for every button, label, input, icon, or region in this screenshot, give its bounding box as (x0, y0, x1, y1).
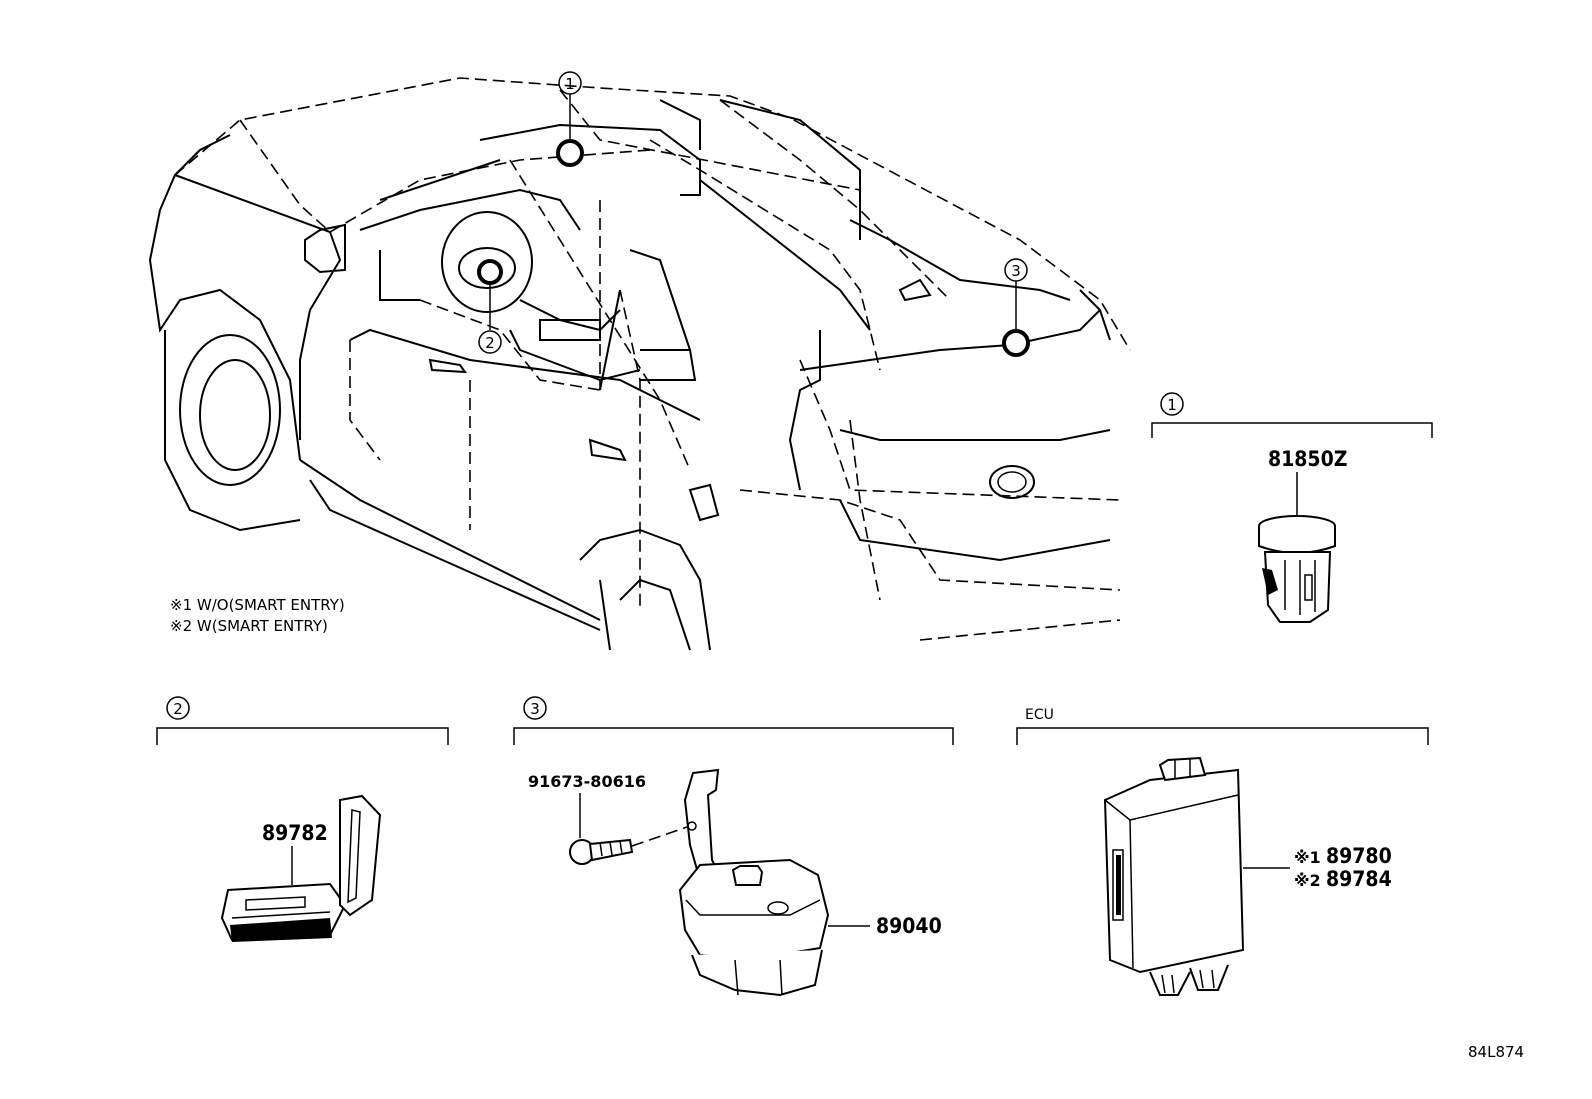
callout-1-marker: 1 (556, 71, 584, 167)
section-2: 2 89782 (156, 696, 449, 942)
part-number-89780: 89780 (1326, 844, 1392, 868)
ecu-label: ECU (1025, 707, 1054, 723)
callout-3-marker: 3 (1002, 258, 1030, 357)
note-with-smart-entry: ※2 W(SMART ENTRY) (170, 617, 328, 635)
part-number-89040: 89040 (876, 914, 942, 938)
part-number-81850z: 81850Z (1268, 447, 1347, 471)
callout-2-label: 2 (485, 334, 495, 352)
section-3-number: 3 (530, 700, 540, 718)
siren-part-89040 (678, 768, 830, 997)
ecu-mark-2: ※2 (1294, 871, 1321, 890)
note-without-smart-entry: ※1 W/O(SMART ENTRY) (170, 596, 345, 614)
bolt-part (569, 838, 634, 865)
ecu-mark-1: ※1 (1294, 848, 1321, 867)
section-2-number: 2 (173, 700, 183, 718)
part-number-89782: 89782 (262, 821, 328, 845)
section-3: 3 91673-80616 89040 (513, 696, 954, 997)
part-number-89784: 89784 (1326, 867, 1392, 891)
antenna-part-89782 (220, 794, 382, 942)
diagram-id: 84L874 (1468, 1043, 1524, 1061)
vehicle-illustration (148, 77, 1131, 651)
section-1-number: 1 (1167, 396, 1177, 414)
section-ecu: ECU ※1 89780 ※2 89784 (1016, 707, 1429, 996)
sensor-part-81850z (1258, 515, 1336, 623)
ecu-module (1103, 756, 1245, 996)
part-number-91673-80616: 91673-80616 (528, 772, 646, 791)
callout-3-label: 3 (1011, 262, 1021, 280)
callout-1-label: 1 (565, 75, 575, 93)
section-1: 1 81850Z (1151, 392, 1433, 623)
callout-2-marker: 2 (477, 259, 503, 354)
